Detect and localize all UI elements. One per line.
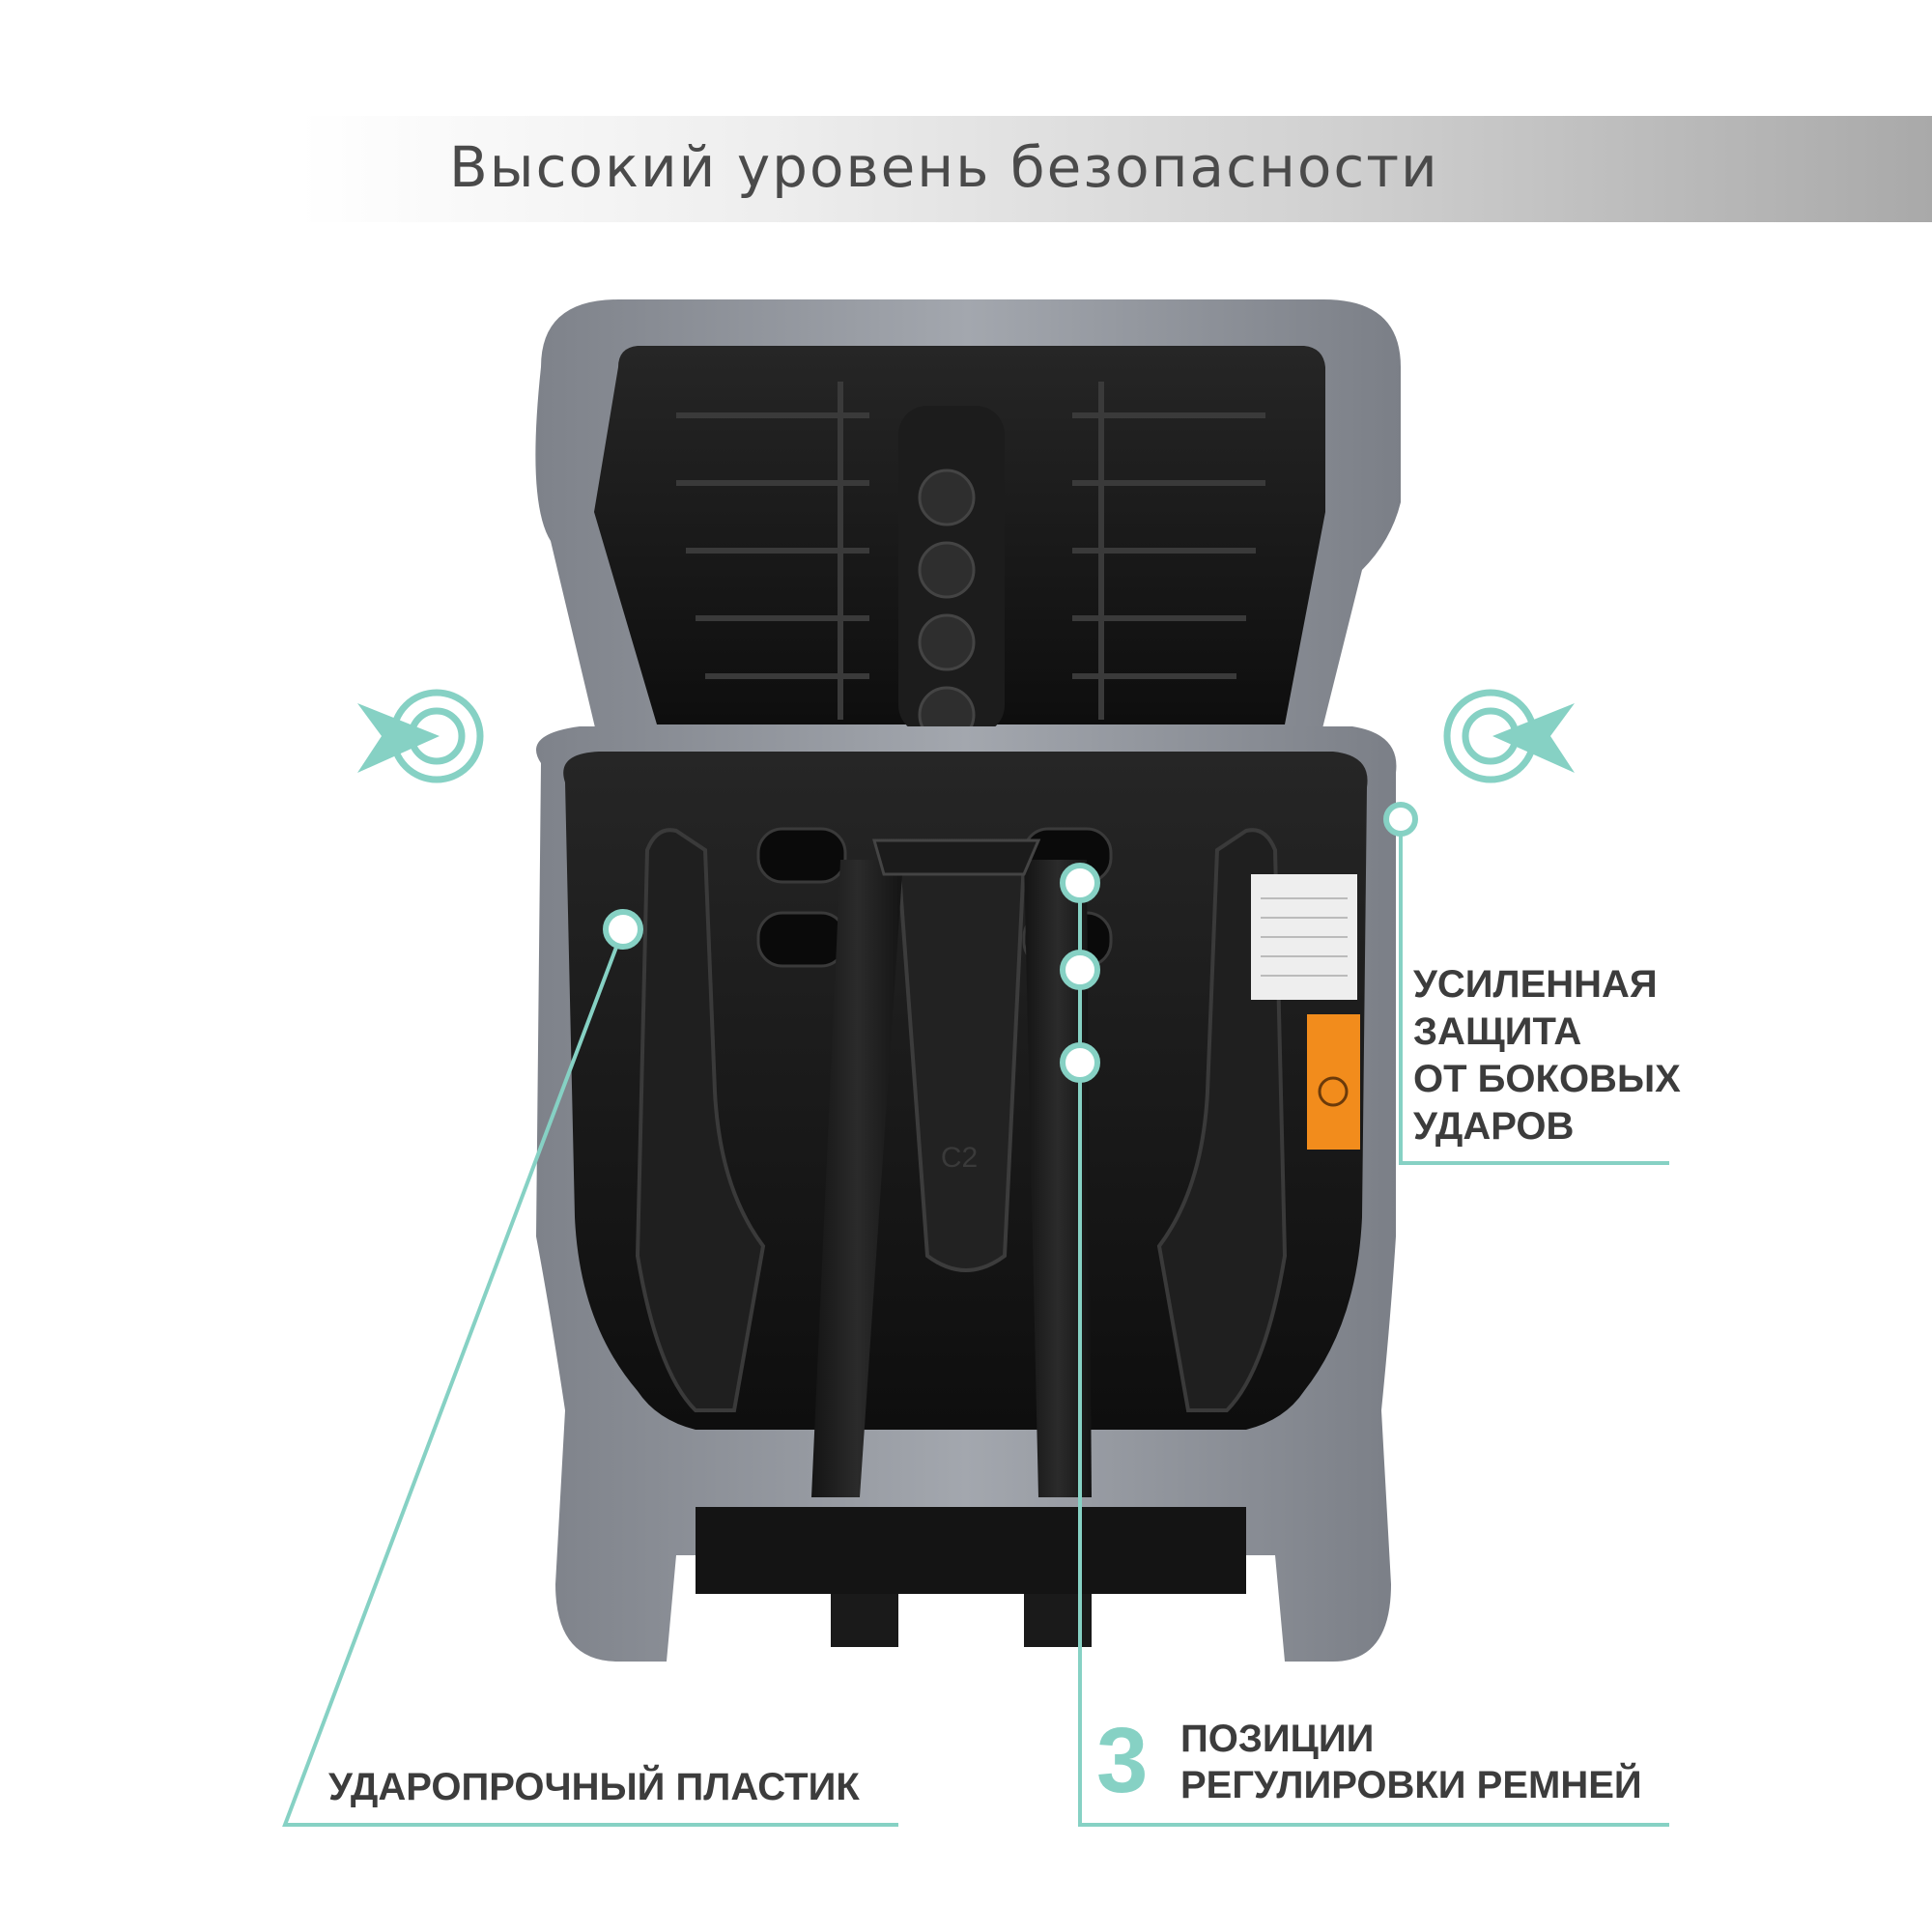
side-protection-line-2: ЗАЩИТА (1413, 1010, 1582, 1053)
callout-lines (282, 819, 1669, 1827)
right-strap (1024, 860, 1092, 1497)
left-arrow-icon (357, 703, 440, 773)
side-protection-line-1: УСИЛЕННАЯ (1413, 963, 1658, 1006)
plastic-callout: УДАРОПРОЧНЫЙ ПЛАСТИК (328, 1766, 860, 1808)
seat-base (696, 1507, 1246, 1594)
side-protection-callout: УСИЛЕННАЯ ЗАЩИТА ОТ БОКОВЫХ УДАРОВ (1413, 961, 1681, 1151)
certification-label (1307, 1014, 1360, 1150)
callout-dots (603, 802, 1418, 1083)
straps-line-1: ПОЗИЦИИ (1180, 1718, 1375, 1760)
left-strap (811, 860, 903, 1497)
page-title: Высокий уровень безопасности (449, 134, 1439, 200)
straps-number: 3 (1096, 1709, 1149, 1812)
straps-line-2: РЕГУЛИРОВКИ РЕМНЕЙ (1180, 1764, 1642, 1806)
side-protection-line-3: ОТ БОКОВЫХ (1413, 1058, 1681, 1100)
title-banner (299, 116, 1932, 222)
svg-text:C2: C2 (941, 1142, 978, 1174)
right-arrow-icon (1492, 703, 1575, 773)
straps-callout: ПОЗИЦИИ РЕГУЛИРОВКИ РЕМНЕЙ (1180, 1716, 1642, 1808)
side-protection-line-4: УДАРОВ (1413, 1105, 1575, 1148)
